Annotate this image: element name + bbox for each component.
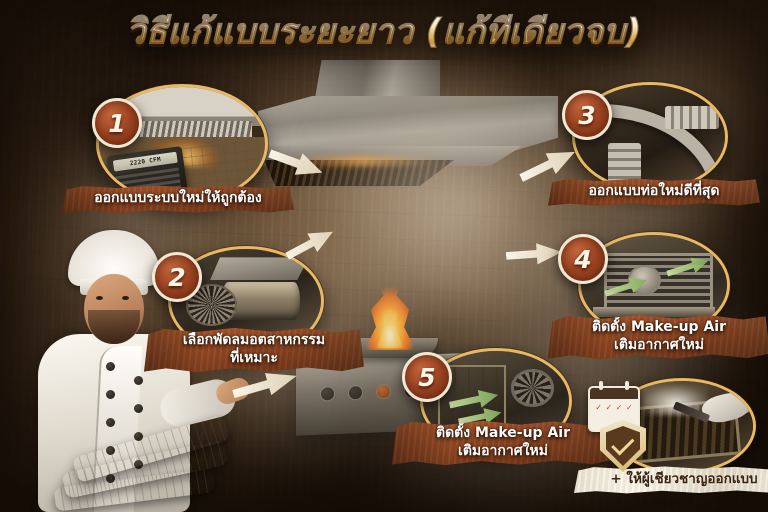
chef-button [106,474,115,483]
step-4-label: ติดตั้ง Make-up Air เติมอากาศใหม่ [548,315,768,359]
shield-check-icon [600,420,646,472]
duct-segment-vertical [608,143,641,185]
hood-filter-detail [112,121,252,138]
exhaust-fan-wheel [510,369,555,407]
chef-button [134,432,143,441]
fan-housing-top [210,257,309,281]
chef-eye [96,296,103,300]
step-2-label-line1: เลือกพัดลมอตสาหกรรม [182,332,326,348]
step-5-label: ติดตั้ง Make-up Air เติมอากาศใหม่ [392,421,614,465]
chef-button [134,460,143,469]
step-3-label: ออกแบบท่อใหม่ดีที่สุด [548,179,760,206]
check-mark-icon [610,432,634,456]
step-5-label-line1: ติดตั้ง Make-up Air [435,425,570,441]
step-5-number: 5 [418,362,436,392]
chef-button [106,446,115,455]
calendar-check: ✓ [605,403,613,412]
chef-button [106,390,115,399]
step-2-number-badge[interactable]: 2 [152,252,202,302]
range-knob [320,386,335,402]
duct-segment-horizontal [665,105,719,129]
chef-button [134,404,143,413]
footer-label: + ให้ผู้เชียวชาญออกแบบ [574,467,768,494]
step-5-label-line2: เติมอากาศใหม่ [458,442,548,459]
calculator-value: 2220 CFM [129,155,162,168]
step-1-label: ออกแบบระบบใหม่ให้ถูกต้อง [62,186,294,213]
step-2-number: 2 [168,262,186,292]
step-2-label-line2: ที่เหมาะ [230,349,278,366]
step-4-label-line2: เติมอากาศใหม่ [614,336,704,353]
vent-sill [592,307,716,317]
calendar-check-marks: ✓ ✓ ✓ ✓ [594,402,634,427]
chef-button [106,362,115,371]
step-4-label-line1: ติดตั้ง Make-up Air [591,319,726,335]
calendar-check: ✓ [626,403,633,412]
chef-button [134,376,143,385]
step-4-number-badge[interactable]: 4 [558,234,608,284]
calendar-check: ✓ [615,403,623,412]
range-knob [348,384,363,401]
chef-eye [122,296,129,300]
step-2-label: เลือกพัดลมอตสาหกรรม ที่เหมาะ [144,328,364,372]
hood-canopy [258,96,558,154]
step-5-number-badge[interactable]: 5 [402,352,452,402]
calendar-check: ✓ [595,403,602,412]
step-3-number-badge[interactable]: 3 [562,90,612,140]
step-3-number: 3 [578,100,596,130]
step-4-number: 4 [574,244,592,274]
page-title: วิธีแก้แบบระยะยาว (แก้ทีเดียวจบ) [120,13,647,52]
chef-button [106,418,115,427]
step-1-number-badge[interactable]: 1 [92,98,142,148]
title-container: วิธีแก้แบบระยะยาว (แก้ทีเดียวจบ) [0,13,768,52]
shield-inner [606,426,640,466]
range-knob-lit [376,383,391,400]
step-1-number: 1 [108,108,126,138]
